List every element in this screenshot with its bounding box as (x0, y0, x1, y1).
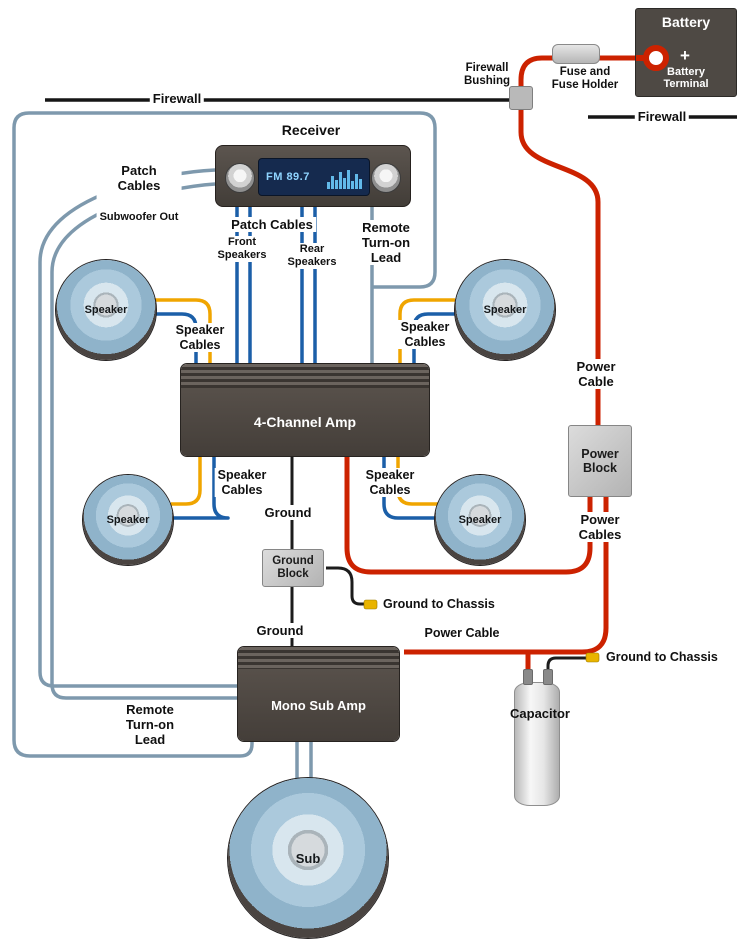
four-channel-amp: 4-Channel Amp (180, 363, 430, 457)
speaker-cables-fr-label: Speaker Cables (397, 320, 453, 349)
ground-block: Ground Block (262, 549, 324, 587)
chassis-connector-icon-1 (363, 599, 378, 610)
capacitor-label: Capacitor (510, 706, 570, 721)
power-block: Power Block (568, 425, 632, 497)
firewall-bushing (509, 86, 533, 110)
rear-speakers-label: Rear Speakers (284, 243, 340, 269)
patch-cables-text: Patch Cables (117, 162, 161, 193)
speaker-label: Speaker (106, 514, 150, 526)
remote-turn-on-lead-bottom-label: Remote Turn-on Lead (122, 702, 178, 748)
power-cable-block-to-amp (344, 455, 593, 575)
power-cable-bottom-label: Power Cable (424, 626, 500, 640)
front-speakers-label: Front Speakers (214, 236, 270, 262)
speaker-cables-fl-label: Speaker Cables (172, 323, 228, 352)
ground-to-chassis-right-label: Ground to Chassis (606, 650, 718, 664)
battery-title: Battery (661, 14, 711, 30)
mono-sub-amp-label: Mono Sub Amp (238, 669, 399, 741)
patch-cables-subwoofer-out-label: Patch Cables Subwoofer Out (96, 144, 182, 243)
ground-top-label: Ground (261, 505, 315, 521)
chassis-connector-icon-2 (585, 652, 600, 663)
speaker-label: Speaker (483, 304, 527, 316)
power-cable-label: Power Cable (573, 359, 619, 390)
four-channel-amp-label: 4-Channel Amp (181, 388, 429, 456)
subwoofer-out-text: Subwoofer Out (99, 211, 179, 224)
power-cable-battery-to-block (518, 55, 657, 427)
ground-chassis-wire-mid (326, 566, 366, 606)
fuse-holder (552, 44, 600, 64)
firewall-right-label: Firewall (634, 109, 690, 125)
speaker-wire-rl-blue (172, 455, 230, 520)
speaker-front-right: Speaker (455, 260, 555, 360)
speaker-wire-rr-blue (382, 455, 440, 520)
firewall-bushing-label: Firewall Bushing (464, 62, 510, 88)
speaker-front-left: Speaker (56, 260, 156, 360)
capacitor-body (514, 682, 560, 806)
receiver-unit: FM 89.7 (215, 145, 411, 207)
battery-terminal-icon (643, 45, 669, 71)
ground-to-chassis-mid-label: Ground to Chassis (383, 597, 495, 611)
frequency-readout: FM 89.7 (266, 171, 310, 183)
mono-sub-amp: Mono Sub Amp (237, 646, 400, 742)
speaker-cables-rl-label: Speaker Cables (214, 468, 270, 497)
power-cable-block-to-subamp (404, 497, 609, 655)
speaker-cables-rr-label: Speaker Cables (362, 468, 418, 497)
remote-turn-on-lead-top-label: Remote Turn-on Lead (358, 220, 414, 266)
subwoofer: Sub (228, 778, 388, 938)
remote-loop-wire (12, 111, 437, 758)
subwoofer-label: Sub (295, 850, 321, 866)
battery-plus-sign: + (680, 46, 690, 65)
battery-terminal-stub (636, 55, 649, 61)
speaker-rear-right: Speaker (435, 475, 525, 565)
amp-heatsink-fins (181, 364, 429, 388)
speaker-label: Speaker (458, 514, 502, 526)
eq-bars-icon (327, 165, 362, 189)
power-cables-label: Power Cables (575, 512, 625, 543)
subamp-heatsink-fins (238, 647, 399, 669)
patch-cables-label: Patch Cables (228, 217, 316, 233)
battery-terminal-label: Battery Terminal (663, 65, 709, 91)
capacitor-terminal-negative (543, 669, 553, 685)
speaker-rear-left: Speaker (83, 475, 173, 565)
receiver-title: Receiver (281, 122, 341, 138)
receiver-display: FM 89.7 (258, 158, 370, 196)
capacitor-terminal-positive (523, 669, 533, 685)
battery-box: Battery + Battery Terminal (635, 8, 737, 97)
fuse-holder-label: Fuse and Fuse Holder (548, 66, 622, 93)
speaker-label: Speaker (84, 304, 128, 316)
ground-bottom-label: Ground (253, 623, 307, 639)
speaker-wire-rl-yellow (171, 455, 202, 506)
ground-chassis-wire-capacitor (546, 656, 588, 676)
tuner-knob (371, 163, 401, 193)
speaker-wire-fl-yellow (151, 298, 212, 363)
firewall-left-label: Firewall (149, 91, 205, 107)
volume-knob (225, 163, 255, 193)
speaker-wire-fr-yellow (398, 298, 455, 363)
